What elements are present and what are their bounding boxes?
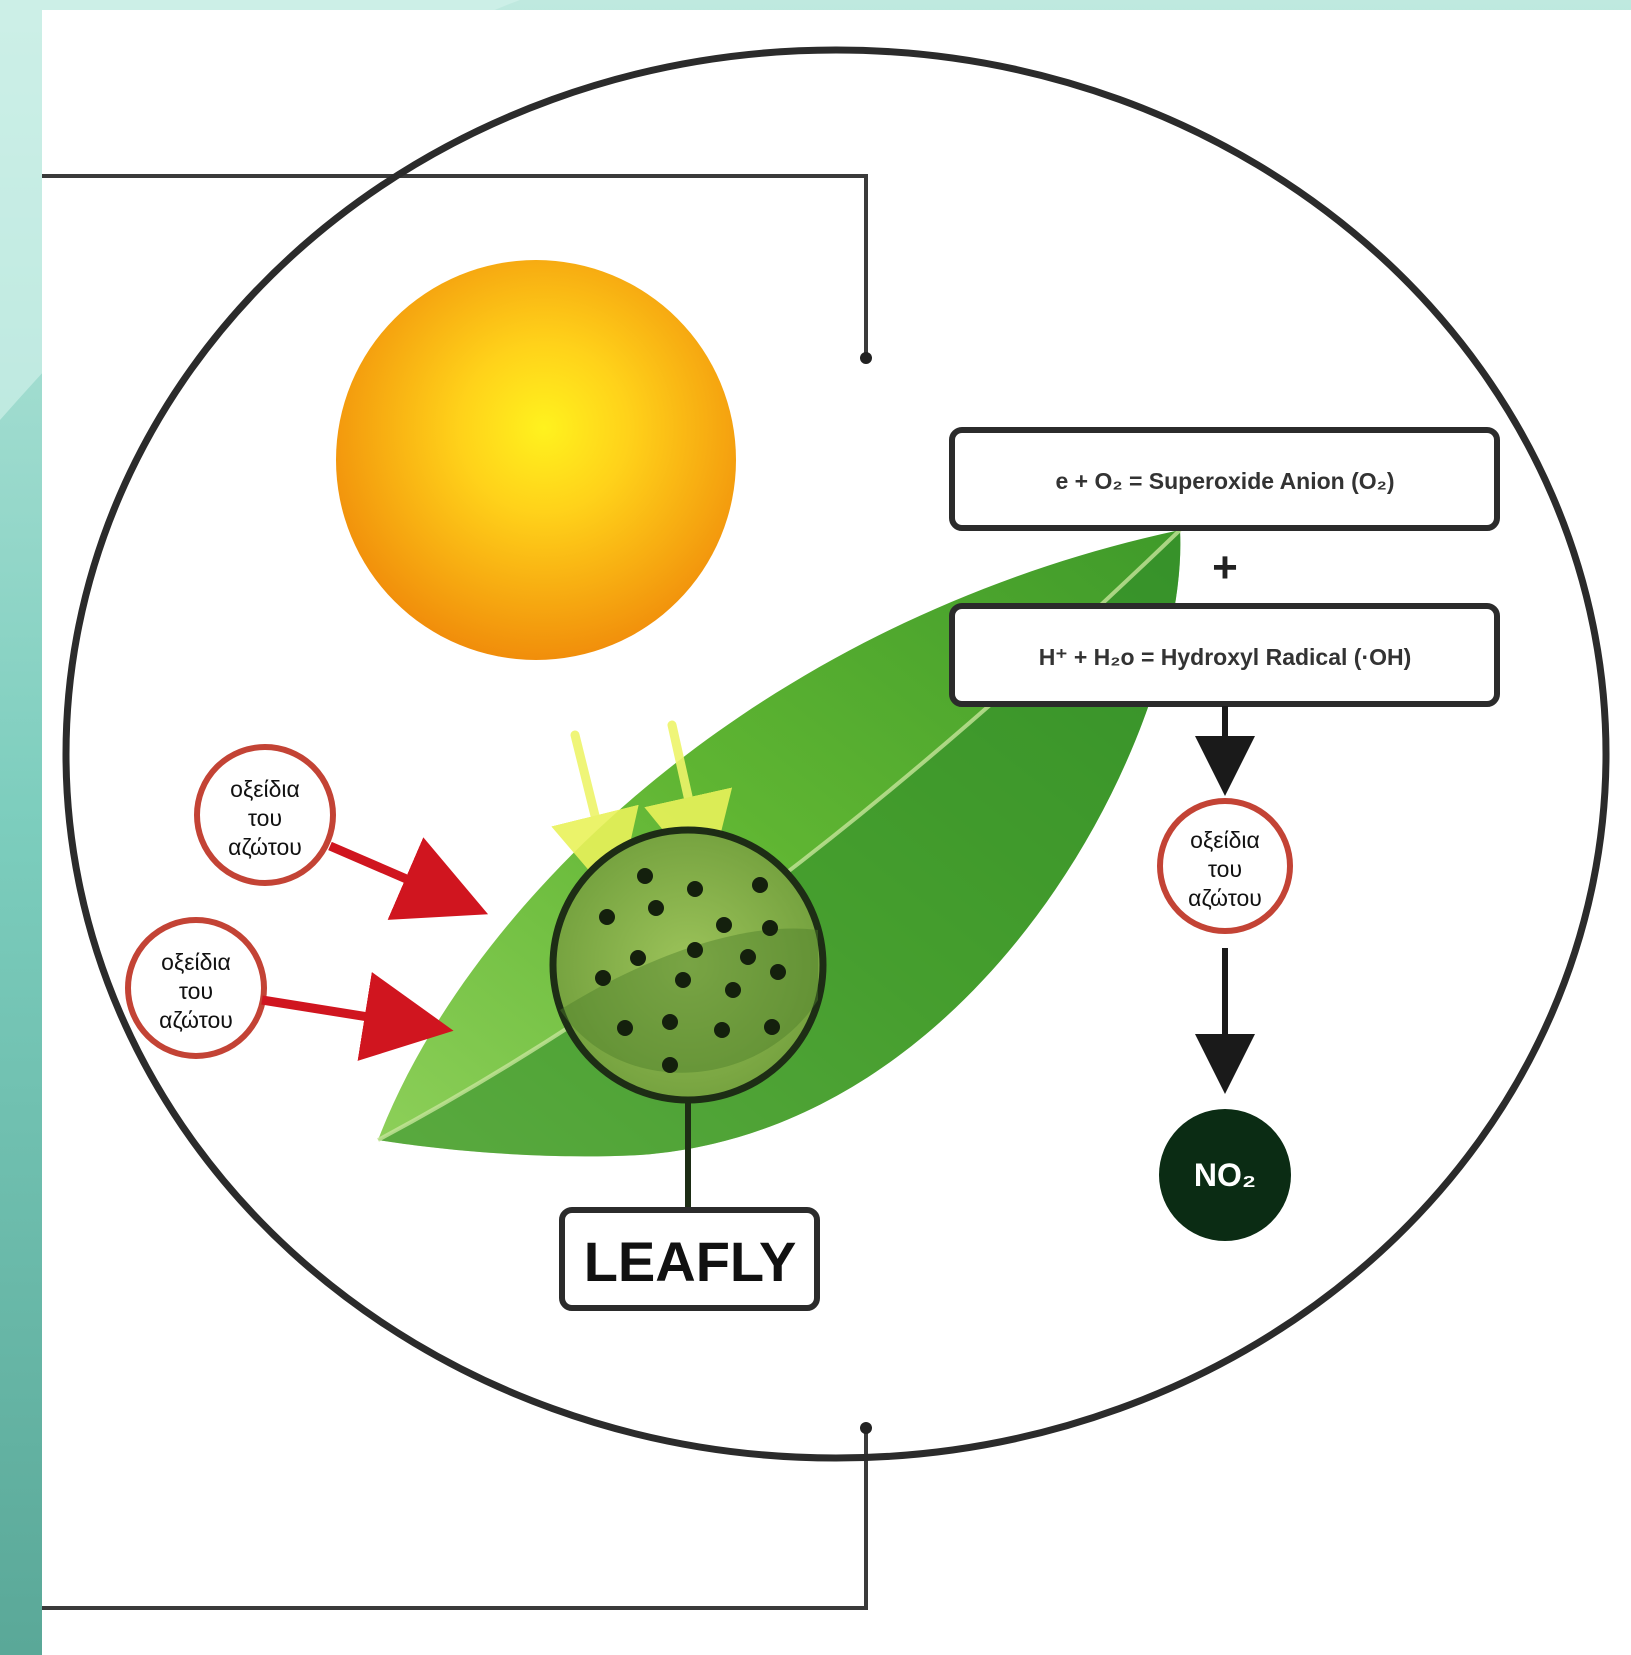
pollutant-label-line3: αζώτου: [1188, 885, 1262, 911]
stomata-magnifier: [553, 830, 823, 1100]
hydroxyl-reaction-text: H⁺ + H₂o = Hydroxyl Radical (·OH): [1039, 644, 1412, 670]
pollutant-label-line2: του: [179, 978, 213, 1004]
bottom-bracket-dot: [860, 1422, 872, 1434]
pollutant-arrow-upper: [330, 846, 455, 900]
plus-sign: +: [1212, 543, 1238, 592]
pollutant-bubble-right: οξείδια του αζώτου: [1160, 801, 1290, 931]
pollutant-label-line3: αζώτου: [159, 1007, 233, 1033]
pollutant-label-line1: οξείδια: [230, 776, 300, 802]
pollutant-label-line3: αζώτου: [228, 834, 302, 860]
no2-label: NO₂: [1194, 1157, 1256, 1193]
pollutant-label-line2: του: [1208, 856, 1242, 882]
pollutant-arrow-lower: [262, 1000, 418, 1025]
superoxide-reaction-text: e + O₂ = Superoxide Anion (O₂): [1055, 468, 1394, 494]
sun-icon: [336, 260, 736, 660]
top-bracket-dot: [860, 352, 872, 364]
pollutant-bubble-lower-left: οξείδια του αζώτου: [128, 920, 264, 1056]
pollutant-label-line2: του: [248, 805, 282, 831]
pollutant-bubble-upper-left: οξείδια του αζώτου: [197, 747, 333, 883]
leafly-label: LEAFLY: [584, 1230, 797, 1293]
pollutant-label-line1: οξείδια: [1190, 827, 1260, 853]
pollutant-label-line1: οξείδια: [161, 949, 231, 975]
